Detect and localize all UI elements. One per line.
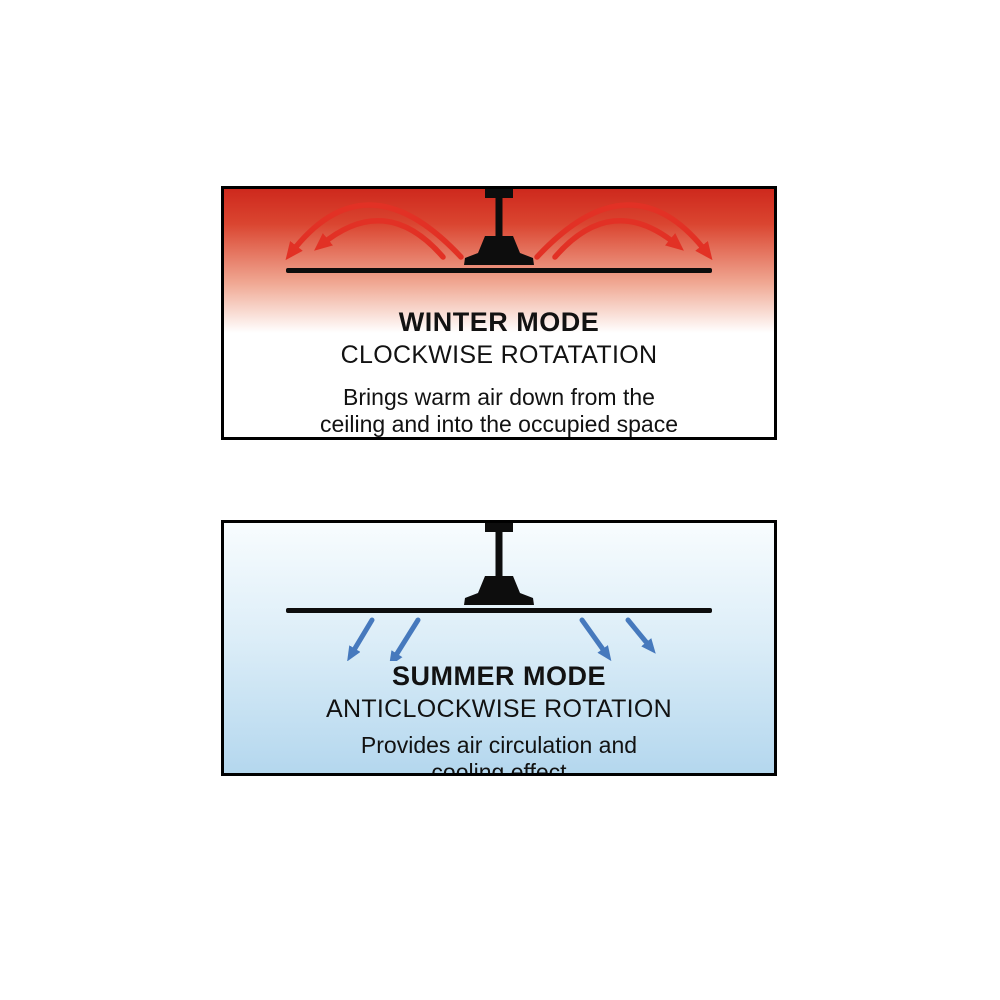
ceiling-fan-icon <box>286 523 712 613</box>
summer-mode-panel: SUMMER MODE ANTICLOCKWISE ROTATION Provi… <box>221 520 777 776</box>
cool-air-flow-arrows-icon <box>347 617 656 661</box>
winter-mode-title: WINTER MODE <box>398 307 600 337</box>
winter-description-line1: Brings warm air down from the <box>343 384 655 410</box>
winter-description: Brings warm air down from the ceiling an… <box>319 384 679 438</box>
winter-diagram <box>285 189 713 273</box>
summer-mode-title: SUMMER MODE <box>392 661 606 691</box>
summer-description: Provides air circulation and cooling eff… <box>360 732 638 776</box>
summer-description-line2: cooling effect <box>431 759 567 776</box>
winter-rotation-subtitle: CLOCKWISE ROTATATION <box>340 341 658 369</box>
warm-air-flow-arrows-icon <box>285 202 713 261</box>
ceiling-fan-icon <box>286 189 712 273</box>
winter-description-line2: ceiling and into the occupied space <box>319 411 679 438</box>
summer-diagram <box>286 523 712 661</box>
summer-description-line1: Provides air circulation and <box>360 732 638 758</box>
winter-mode-panel: WINTER MODE CLOCKWISE ROTATATION Brings … <box>221 186 777 440</box>
summer-rotation-subtitle: ANTICLOCKWISE ROTATION <box>326 695 672 723</box>
